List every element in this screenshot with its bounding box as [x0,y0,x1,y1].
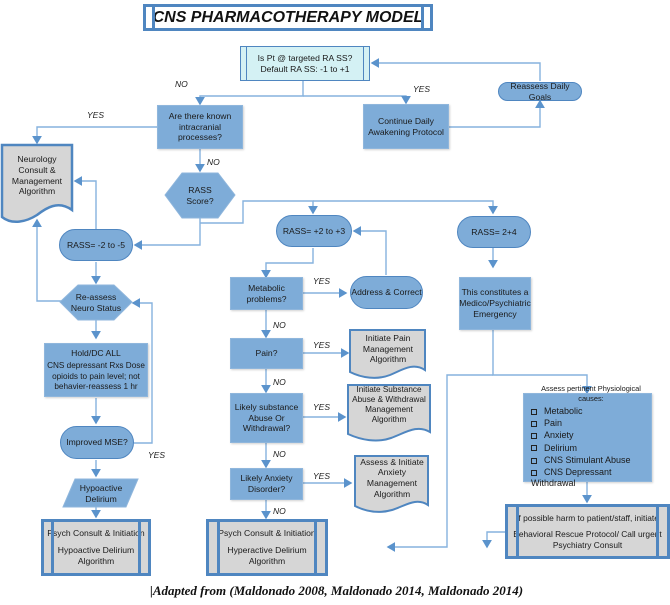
continue-daily-node: Continue Daily Awakening Protocol [363,104,449,149]
reassess-goals-node: Reassess Daily Goals [498,81,582,102]
start-line2: Default RA SS: -1 to +1 [260,63,350,74]
rass-high-node: RASS= 2+4 [457,216,531,248]
edge-neg-to-neuro [73,176,97,230]
anxiety-algo-node: Assess & Initiate Anxiety Management Alg… [360,456,424,499]
reassess-neuro-node: Re-assess Neuro Status [70,291,122,313]
substance-algo-document-shape [347,384,431,442]
edge-start-to-intracranial [195,81,304,106]
rass-score-hexagon [164,172,236,219]
psych-hyper-node: Psych Consult & Initiation Hyperactive D… [206,519,328,576]
rass-score-node: RASS Score? [186,184,214,206]
substance-decision: Likely substance Abuse Or Withdrawal? [230,393,303,443]
citation: |Adapted from (Maldonado 2008, Maldonado… [150,583,524,598]
edge-start-to-continue [303,95,411,105]
neuro-consult-document-shape [0,143,74,223]
label-no-metabolic: NO [273,320,286,330]
label-yes-anxiety: YES [313,471,331,481]
improved-mse-node: Improved MSE? [60,426,134,459]
harm-node: If possible harm to patient/staff, initi… [505,504,670,559]
assess-causes-node: Assess pertinent Physiological causes: M… [523,384,652,488]
edge-rass-to-mid [200,200,318,224]
shape-layer [0,143,431,513]
causes-list: Metabolic Pain Anxiety Delirium CNS Stim… [531,405,651,491]
edge-intracranial-to-neuro [32,126,157,145]
pain-algo-document-shape [349,329,426,379]
edge-rass-to-high [313,200,498,215]
address-correct-node: Address & Correct [350,276,423,309]
label-no-intracranial: NO [207,157,220,167]
pain-algo-node: Initiate Pain Management Algorithm [362,332,414,365]
label-no-anxiety: NO [273,506,286,516]
label-no-substance: NO [273,449,286,459]
edge-emergency-to-assess [492,330,592,395]
metabolic-decision: Metabolic problems? [230,277,303,310]
start-node: Is Pt @ targeted RA SS? Default RA SS: -… [240,46,370,81]
edge-mid-to-metabolic [261,248,314,279]
emergency-node: This constitutes a Medico/Psychiatric Em… [459,277,531,330]
label-no-start: NO [175,79,188,89]
edge-address-to-mid [352,226,387,275]
rass-mid-node: RASS= +2 to +3 [276,215,352,247]
hold-dc-node: Hold/DC ALL CNS depressant Rxs Dose opio… [44,343,148,397]
intracranial-decision: Are there known intracranial processes? [157,105,243,149]
substance-algo-node: Initiate Substance Abuse & Withdrawal Ma… [352,384,426,425]
edge-mse-to-reassess [131,298,153,444]
edge-reassess-to-start [370,58,541,81]
reassess-neuro-hexagon [59,284,133,321]
label-yes-metabolic: YES [313,276,331,286]
hypoactive-parallelogram [62,478,139,508]
hypoactive-node: Hypoactive Delirium [79,482,123,504]
edge-harm-to-hyper [482,531,505,549]
label-yes-substance: YES [313,402,331,412]
rass-neg-node: RASS= -2 to -5 [59,229,133,261]
neuro-consult-node: Neurology Consult & Management Algorithm [11,154,63,197]
label-yes-start: YES [413,84,431,94]
psych-hypo-node: Psych Consult & Initiation Hypoactive De… [41,519,151,576]
cause-item: Anxiety [531,430,651,441]
cause-item: Metabolic [531,406,651,417]
cause-item: Pain [531,418,651,429]
anxiety-algo-document-shape [354,455,429,513]
edge-emergency-to-hyper [386,374,493,552]
label-yes-mse: YES [148,450,166,460]
cause-item: CNS Stimulant Abuse [531,455,651,466]
label-yes-pain: YES [313,340,331,350]
edge-continue-to-reassess [448,99,545,128]
label-no-pain: NO [273,377,286,387]
cause-item: CNS Depressant Withdrawal [531,467,651,490]
pain-decision: Pain? [230,338,303,369]
anxiety-decision: Likely Anxiety Disorder? [230,468,303,500]
edge-reassess-to-neuro [32,218,62,302]
edge-rass-to-neg [133,215,201,250]
start-line1: Is Pt @ targeted RA SS? [257,52,353,63]
label-yes-intracranial: YES [87,110,105,120]
cause-item: Delirium [531,443,651,454]
page-title: CNS PHARMACOTHERAPY MODEL [143,4,433,31]
